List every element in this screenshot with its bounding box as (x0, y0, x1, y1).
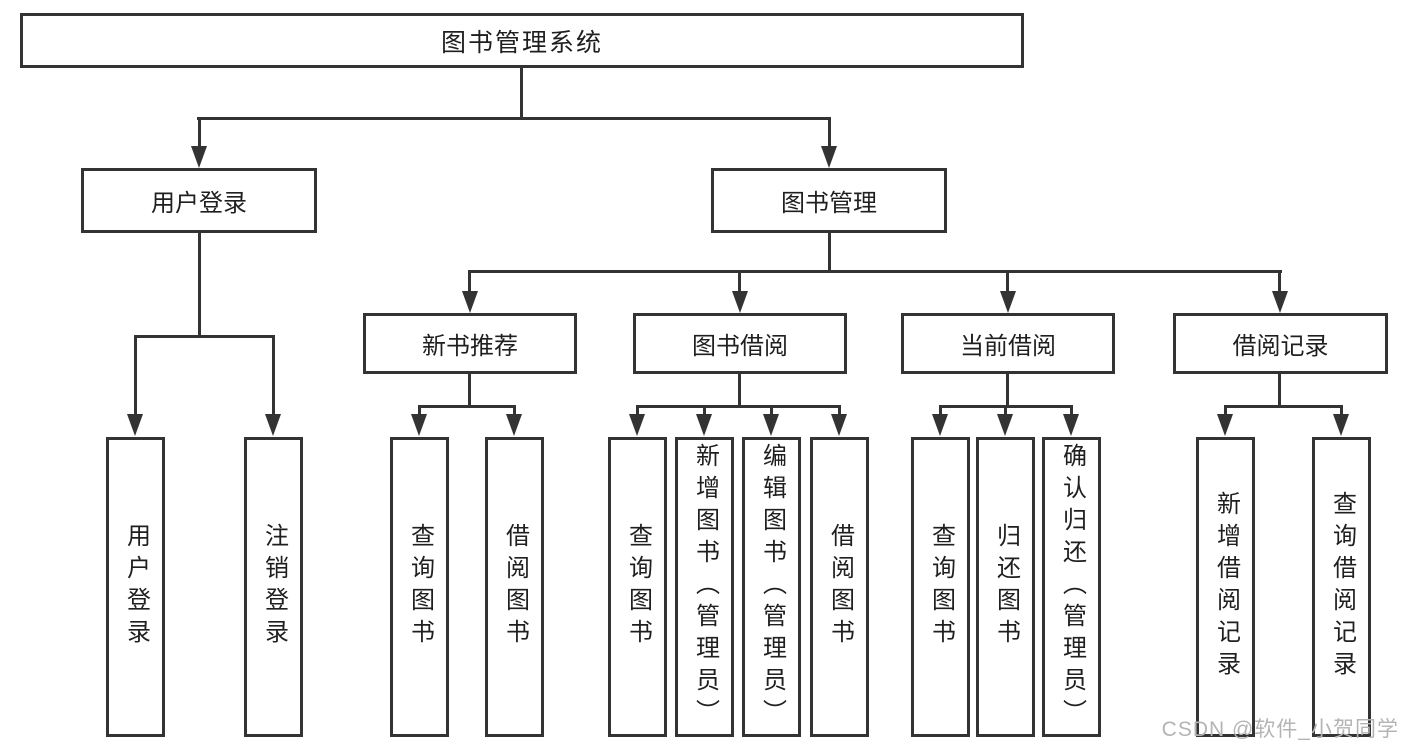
arrow-down-icon (763, 414, 779, 436)
node-new-book-recommend: 新书推荐 (363, 313, 577, 374)
arrow-down-icon (732, 291, 748, 313)
arrow-down-icon (1217, 414, 1233, 436)
connector-recommend-leaves-bus (418, 405, 516, 408)
node-label: 借阅记录 (1232, 333, 1329, 360)
node-label: 用户登录 (151, 190, 247, 217)
node-borrowing-records: 借阅记录 (1173, 313, 1388, 374)
arrow-down-icon (1272, 291, 1288, 313)
connector-borrow-leaves-bus (636, 405, 841, 408)
arrow-down-icon (1333, 414, 1349, 436)
connector-recommend-drop (468, 374, 471, 408)
node-book-borrowing: 图书借阅 (633, 313, 847, 374)
connector-level2-bus (468, 270, 1282, 273)
arrow-down-icon (265, 414, 281, 436)
leaf-label: 查询借阅记录 (1328, 491, 1356, 683)
connector-leaf-drop (703, 405, 706, 417)
leaf-confirm-return-admin: 确认归还（管理员） (1042, 437, 1101, 737)
node-label: 图书借阅 (692, 333, 788, 360)
arrow-down-icon (997, 414, 1013, 436)
arrow-down-icon (127, 414, 143, 436)
connector-user-leaves-bus (134, 335, 275, 338)
leaf-logout: 注销登录 (244, 437, 303, 737)
connector-leaf-drop (770, 405, 773, 417)
connector-borrow-drop (738, 374, 741, 408)
connector-level2-drop (468, 270, 471, 293)
arrow-down-icon (831, 414, 847, 436)
arrow-down-icon (462, 291, 478, 313)
leaf-user-login: 用户登录 (106, 437, 165, 737)
node-label: 图书管理 (781, 190, 877, 217)
node-root-book-management-system: 图书管理系统 (20, 13, 1024, 68)
connector-leaf-drop (1004, 405, 1007, 417)
connector-leaf-drop (1224, 405, 1227, 417)
node-current-borrowing: 当前借阅 (901, 313, 1115, 374)
leaf-query-books-borrow: 查询图书 (608, 437, 667, 737)
arrow-down-icon (821, 146, 837, 168)
arrow-down-icon (696, 414, 712, 436)
connector-level1-bus (197, 117, 831, 120)
leaf-return-books: 归还图书 (976, 437, 1035, 737)
leaf-query-books-current: 查询图书 (911, 437, 970, 737)
arrow-down-icon (411, 414, 427, 436)
connector-root-drop (520, 68, 523, 120)
node-label: 图书管理系统 (440, 28, 603, 57)
arrow-down-icon (932, 414, 948, 436)
leaf-query-books-recommend: 查询图书 (390, 437, 449, 737)
connector-leaf-drop (418, 405, 421, 417)
leaf-borrow-books: 借阅图书 (810, 437, 869, 737)
leaf-label: 新增借阅记录 (1212, 491, 1240, 683)
leaf-add-borrow-record: 新增借阅记录 (1196, 437, 1255, 737)
arrow-down-icon (629, 414, 645, 436)
node-user-login: 用户登录 (81, 168, 317, 233)
node-book-management: 图书管理 (711, 168, 947, 233)
connector-level2-drop (1278, 270, 1281, 293)
connector-current-drop (1006, 374, 1009, 408)
node-label: 新书推荐 (422, 333, 518, 360)
leaf-label: 查询图书 (406, 523, 434, 651)
arrow-down-icon (506, 414, 522, 436)
leaf-label: 查询图书 (624, 523, 652, 651)
node-label: 当前借阅 (960, 333, 1056, 360)
connector-level2-drop (1006, 270, 1009, 293)
leaf-label: 用户登录 (122, 523, 150, 651)
connector-user-login-drop (198, 117, 201, 150)
csdn-watermark: CSDN @软件_小贺同学 (1161, 718, 1399, 741)
connector-leaf-drop (636, 405, 639, 417)
leaf-label: 确认归还（管理员） (1058, 443, 1086, 731)
leaf-label: 借阅图书 (826, 523, 854, 651)
connector-leaf-drop (939, 405, 942, 417)
connector-mgmt-subtree-drop (828, 233, 831, 273)
connector-leaf-drop (838, 405, 841, 417)
connector-records-drop (1278, 374, 1281, 408)
connector-level2-drop (738, 270, 741, 293)
connector-leaf-drop (513, 405, 516, 417)
connector-leaf-drop (1070, 405, 1073, 417)
leaf-label: 注销登录 (260, 523, 288, 651)
arrow-down-icon (1063, 414, 1079, 436)
leaf-label: 查询图书 (927, 523, 955, 651)
connector-leaf-drop (272, 335, 275, 417)
connector-leaf-drop (134, 335, 137, 417)
leaf-add-books-admin: 新增图书（管理员） (675, 437, 734, 737)
connector-records-leaves-bus (1224, 405, 1343, 408)
connector-user-subtree-drop (198, 233, 201, 338)
leaf-edit-books-admin: 编辑图书（管理员） (742, 437, 801, 737)
leaf-label: 编辑图书（管理员） (758, 443, 786, 731)
arrow-down-icon (1000, 291, 1016, 313)
leaf-label: 归还图书 (992, 523, 1020, 651)
connector-leaf-drop (1340, 405, 1343, 417)
leaf-query-borrow-record: 查询借阅记录 (1312, 437, 1371, 737)
leaf-label: 新增图书（管理员） (691, 443, 719, 731)
arrow-down-icon (191, 146, 207, 168)
leaf-borrow-books-recommend: 借阅图书 (485, 437, 544, 737)
connector-book-mgmt-drop (828, 117, 831, 150)
leaf-label: 借阅图书 (501, 523, 529, 651)
